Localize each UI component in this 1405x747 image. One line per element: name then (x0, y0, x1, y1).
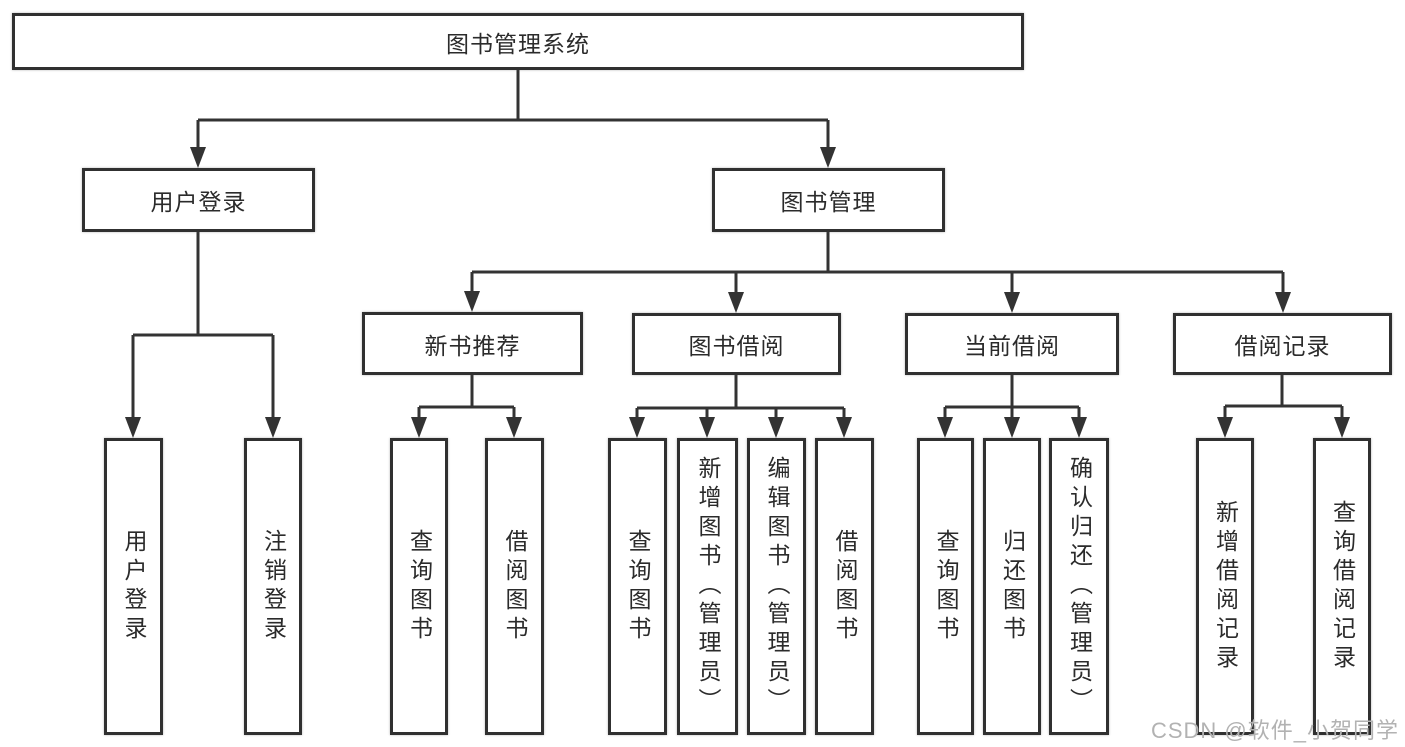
node-borrowing-records: 借阅记录 (1173, 313, 1392, 375)
arrowhead-icon (1071, 417, 1087, 438)
node-borrow-query-books-label: 查询图书 (625, 528, 651, 645)
arrowhead-icon (728, 292, 744, 313)
arrowhead-icon (937, 417, 953, 438)
node-newbook-borrow-books-label: 借阅图书 (502, 528, 528, 645)
node-current-confirm-return-admin: 确认归还（管理员） (1049, 438, 1109, 735)
arrowhead-icon (190, 147, 206, 168)
node-user-login: 用户登录 (82, 168, 315, 232)
arrowhead-icon (1334, 417, 1350, 438)
node-newbook-borrow-books: 借阅图书 (485, 438, 544, 735)
arrowhead-icon (265, 417, 281, 438)
arrowhead-icon (820, 147, 836, 168)
node-current-query-books: 查询图书 (917, 438, 974, 735)
arrowhead-icon (1275, 292, 1291, 313)
node-borrow-query-books: 查询图书 (608, 438, 667, 735)
arrowhead-icon (629, 417, 645, 438)
node-newbook-query-books: 查询图书 (390, 438, 448, 735)
node-current-borrowing: 当前借阅 (905, 313, 1119, 375)
tree-connector-path (131, 70, 1344, 430)
node-logout-action-label: 注销登录 (260, 528, 287, 645)
node-records-query-record-label: 查询借阅记录 (1329, 499, 1356, 674)
node-new-book-recommendation: 新书推荐 (362, 312, 583, 375)
arrowhead-icon (768, 417, 784, 438)
node-borrow-borrow-books-label: 借阅图书 (832, 528, 858, 645)
arrowhead-icon (411, 417, 427, 438)
node-current-borrowing-label: 当前借阅 (964, 333, 1060, 359)
node-current-return-books: 归还图书 (983, 438, 1041, 735)
node-current-return-books-label: 归还图书 (999, 528, 1026, 645)
node-current-confirm-return-admin-label: 确认归还（管理员） (1066, 456, 1093, 717)
node-library-management-system: 图书管理系统 (12, 13, 1024, 70)
node-library-management-system-label: 图书管理系统 (446, 30, 590, 57)
arrowhead-icon (464, 291, 480, 312)
node-book-borrowing: 图书借阅 (632, 313, 841, 375)
node-borrow-add-books-admin: 新增图书（管理员） (677, 438, 738, 735)
node-records-query-record: 查询借阅记录 (1313, 438, 1371, 735)
csdn-watermark: CSDN @软件_小贺同学 (1150, 718, 1399, 743)
arrowhead-icon (1004, 417, 1020, 438)
node-logout-action: 注销登录 (244, 438, 302, 735)
node-borrowing-records-label: 借阅记录 (1234, 333, 1331, 359)
node-user-login-label: 用户登录 (150, 189, 247, 215)
node-borrow-edit-books-admin: 编辑图书（管理员） (747, 438, 806, 735)
node-borrow-add-books-admin-label: 新增图书（管理员） (695, 456, 721, 717)
node-current-query-books-label: 查询图书 (933, 528, 959, 645)
arrowhead-icon (836, 417, 852, 438)
arrowhead-icon (699, 417, 715, 438)
node-user-login-action-label: 用户登录 (121, 528, 147, 645)
arrowhead-icon (1217, 417, 1233, 438)
arrowhead-icon (506, 417, 522, 438)
node-book-management-label: 图书管理 (780, 189, 877, 215)
node-records-add-record: 新增借阅记录 (1196, 438, 1254, 735)
node-user-login-action: 用户登录 (104, 438, 163, 735)
node-new-book-recommendation-label: 新书推荐 (424, 332, 521, 359)
node-book-borrowing-label: 图书借阅 (688, 333, 785, 359)
node-records-add-record-label: 新增借阅记录 (1212, 499, 1239, 674)
node-borrow-edit-books-admin-label: 编辑图书（管理员） (764, 456, 790, 717)
node-borrow-borrow-books: 借阅图书 (815, 438, 874, 735)
arrowhead-icon (1004, 292, 1020, 313)
node-newbook-query-books-label: 查询图书 (406, 528, 433, 645)
arrowhead-icon (125, 417, 141, 438)
node-book-management: 图书管理 (712, 168, 945, 232)
